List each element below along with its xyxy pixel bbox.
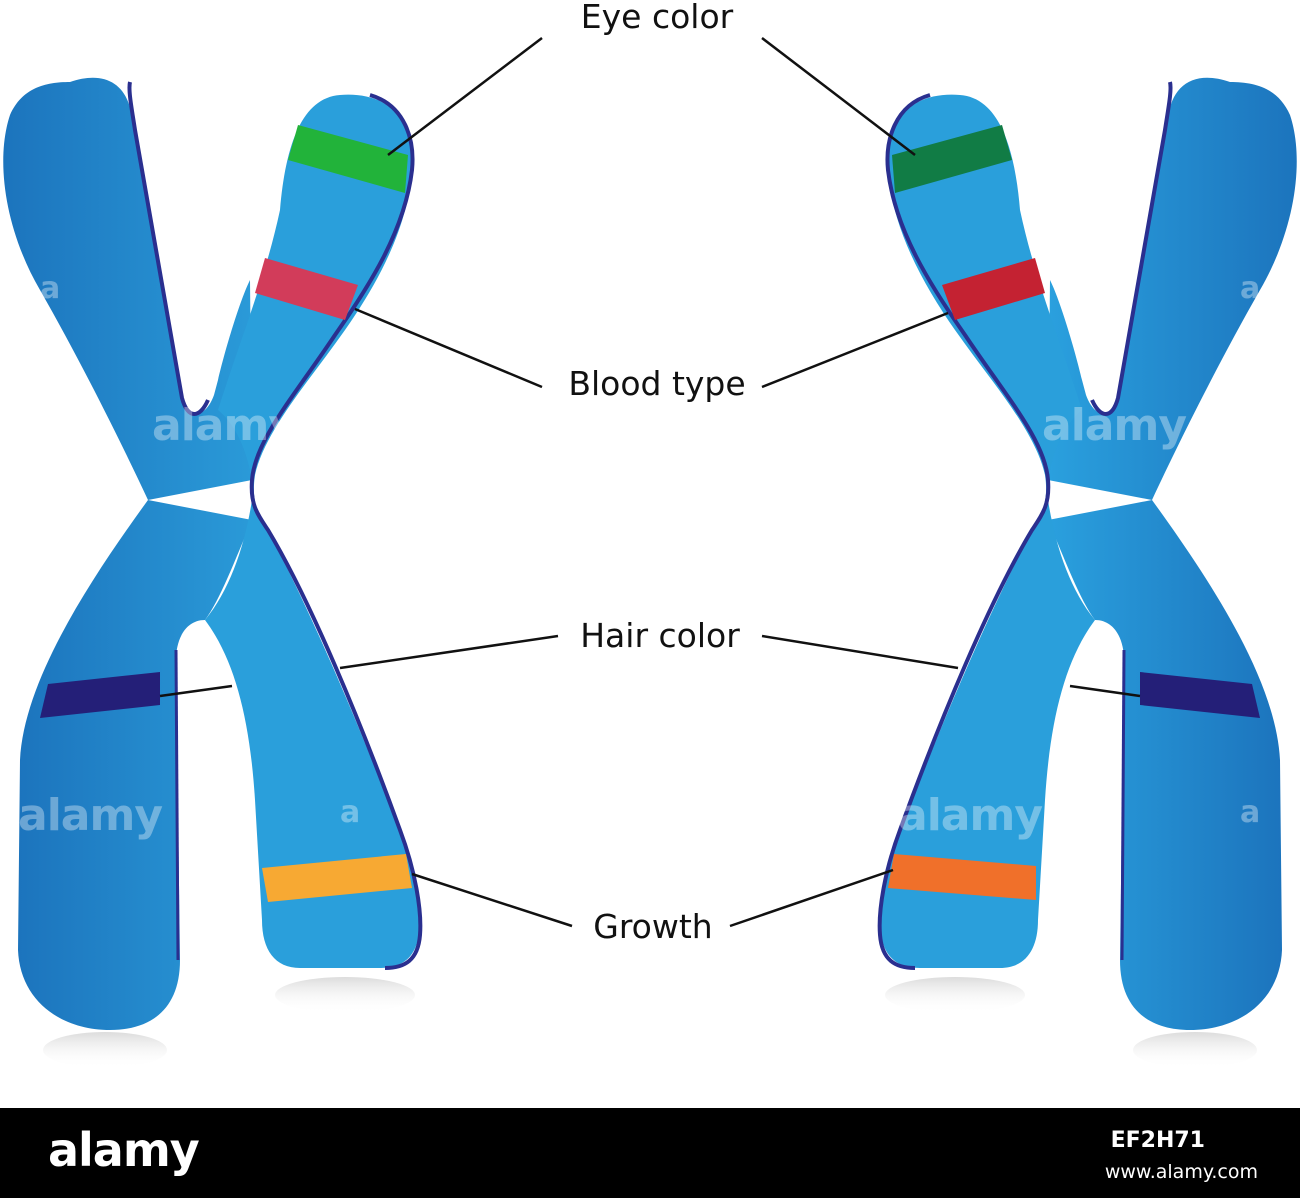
right-growth-band (888, 854, 1036, 900)
eye-color-label: Eye color (581, 0, 734, 36)
right-chromosome-shadow-left (885, 977, 1025, 1013)
watermark-small: a (340, 795, 360, 830)
watermark-text: alamy (18, 790, 162, 841)
hair-color-leader-right (761, 634, 959, 670)
left-growth-band (262, 854, 412, 902)
hair-color-leader-left-inner (159, 684, 233, 698)
growth-leader-right (729, 868, 894, 928)
left-chromosome-lower-left (18, 500, 252, 1030)
blood-type-label: Blood type (568, 364, 745, 403)
left-eye-color-band (288, 125, 408, 193)
right-chromosome-lower-outline (1120, 649, 1126, 961)
left-chromosome-inner-outline (127, 81, 210, 416)
left-chromosome: alamy alamy a a (3, 77, 423, 1068)
footer-url: www.alamy.com (1105, 1161, 1258, 1183)
watermark-small: a (1240, 795, 1260, 830)
right-chromosome-chromatid-right (1048, 77, 1297, 501)
watermark-small: a (1240, 271, 1260, 306)
right-chromosome-lower-right (1048, 500, 1282, 1030)
left-chromosome-chromatid-right (205, 94, 420, 968)
eye-color-leader-left (387, 37, 543, 156)
left-chromosome-lower-outline (174, 649, 180, 961)
left-blood-type-band (255, 258, 358, 320)
hair-color-leader-right-inner (1069, 684, 1141, 698)
left-chromosome-chromatid-left (3, 77, 252, 501)
watermark-text: alamy (898, 790, 1042, 841)
footer-logo: alamy (48, 1123, 200, 1177)
left-chromosome-shadow-right (275, 977, 415, 1013)
right-chromosome-shadow-right (1133, 1032, 1257, 1068)
left-chromosome-outline (249, 93, 423, 970)
right-eye-color-band (892, 125, 1012, 193)
right-blood-type-band (942, 258, 1045, 320)
left-hair-color-band (40, 672, 160, 718)
right-chromosome-inner-outline (1090, 81, 1173, 416)
right-hair-color-band (1140, 672, 1260, 718)
hair-color-label: Hair color (580, 616, 740, 655)
eye-color-leader-right (761, 37, 916, 156)
footer-bar: alamy EF2H71 www.alamy.com (0, 1108, 1300, 1198)
left-chromosome-shadow-left (43, 1032, 167, 1068)
footer-image-id: EF2H71 (1111, 1128, 1205, 1153)
growth-label: Growth (593, 907, 712, 946)
leader-lines (159, 37, 1141, 928)
blood-type-leader-left (354, 307, 543, 389)
watermark-text: alamy (152, 400, 296, 451)
growth-leader-left (411, 872, 573, 928)
blood-type-leader-right (761, 311, 949, 389)
watermark-small: a (40, 271, 60, 306)
right-chromosome-outline (877, 93, 1051, 970)
watermark-text: alamy (1042, 400, 1186, 451)
right-chromosome-chromatid-left (880, 94, 1095, 968)
right-chromosome: alamy alamy a a (877, 77, 1297, 1068)
hair-color-leader-left (339, 634, 559, 670)
